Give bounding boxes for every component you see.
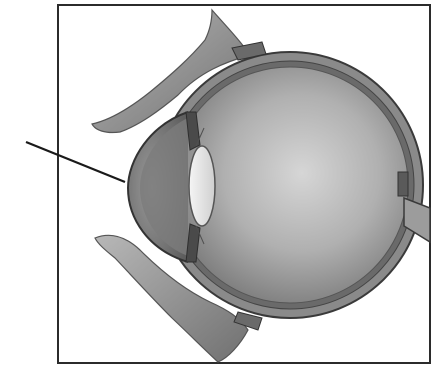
optic-disc: [398, 172, 408, 196]
lens: [189, 146, 215, 226]
